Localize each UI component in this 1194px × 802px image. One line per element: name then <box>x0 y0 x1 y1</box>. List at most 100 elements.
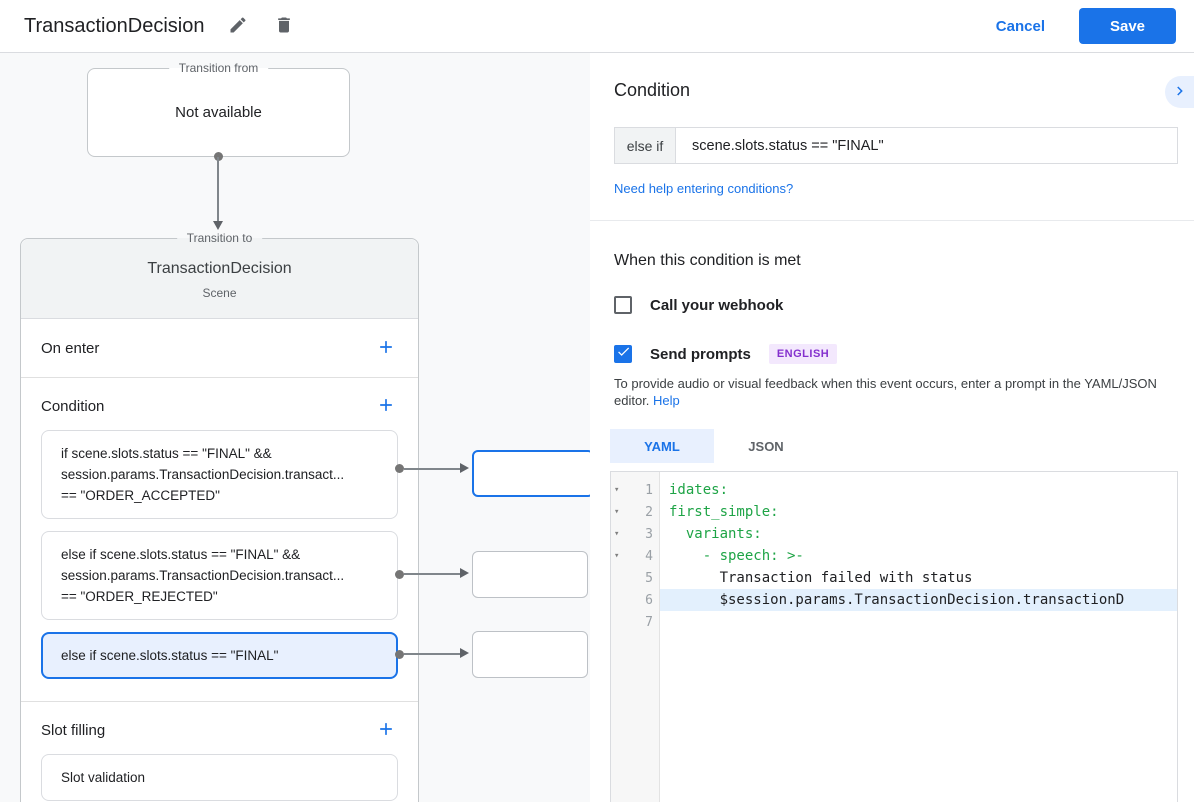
line-number: 1 <box>645 482 653 498</box>
transition-from-value: Not available <box>175 104 262 121</box>
send-prompts-checkbox[interactable] <box>614 345 632 363</box>
caret-down-icon[interactable]: ▾ <box>614 507 620 517</box>
arrow-right-icon <box>460 463 469 473</box>
yaml-code-editor[interactable]: ▾ 1 ▾ 2 ▾ 3 ▾ 4 5 6 7 idates: first_simple: … <box>610 471 1178 802</box>
condition-text-line: == "ORDER_ACCEPTED" <box>61 488 220 503</box>
caret-down-icon[interactable]: ▾ <box>614 529 620 539</box>
transition-to-card: Transition to TransactionDecision Scene … <box>20 231 419 802</box>
connector-line <box>404 468 460 470</box>
cancel-button[interactable]: Cancel <box>995 17 1045 35</box>
connector-line <box>404 573 460 575</box>
condition-text-line: == "ORDER_REJECTED" <box>61 589 218 604</box>
connector-dot <box>395 464 404 473</box>
code-line: variants: <box>669 526 762 542</box>
panel-condition-title: Condition <box>614 80 691 100</box>
delete-button[interactable] <box>272 14 296 38</box>
condition-card-final-selected[interactable]: else if scene.slots.status == "FINAL" <box>41 632 398 679</box>
connector-line <box>404 653 460 655</box>
prompt-helper-text: To provide audio or visual feedback when… <box>614 376 1178 409</box>
line-number: 3 <box>645 526 653 542</box>
arrow-right-icon <box>460 568 469 578</box>
condition-expression-input[interactable] <box>676 128 1177 163</box>
code-line: first_simple: <box>669 504 779 520</box>
call-webhook-checkbox[interactable] <box>614 296 632 314</box>
app-header: TransactionDecision Cancel Save <box>0 0 1194 53</box>
editor-gutter: ▾ 1 ▾ 2 ▾ 3 ▾ 4 5 6 7 <box>611 472 660 802</box>
add-condition-button[interactable] <box>374 394 398 418</box>
tab-json[interactable]: JSON <box>714 429 818 463</box>
code-line <box>660 611 1177 633</box>
call-webhook-label: Call your webhook <box>650 296 784 314</box>
collapse-panel-button[interactable] <box>1165 76 1194 108</box>
condition-text-line: else if scene.slots.status == "FINAL" && <box>61 547 301 562</box>
slot-filling-section: Slot filling Slot validation <box>21 702 418 802</box>
condition-text-line: session.params.TransactionDecision.trans… <box>61 568 345 583</box>
conditions-help-link[interactable]: Need help entering conditions? <box>614 181 794 196</box>
add-icon <box>376 719 396 742</box>
line-number: 7 <box>645 614 653 630</box>
trash-icon <box>274 15 294 38</box>
transition-from-legend: Transition from <box>168 61 269 75</box>
checkmark-icon <box>616 344 631 364</box>
help-link[interactable]: Help <box>653 392 680 408</box>
page-title: TransactionDecision <box>24 14 205 37</box>
code-line: Transaction failed with status <box>669 570 973 586</box>
condition-section-label: Condition <box>41 397 105 415</box>
condition-section: Condition if scene.slots.status == "FINA… <box>21 378 418 702</box>
transition-target-box-rejected[interactable] <box>472 551 588 598</box>
line-number: 4 <box>645 548 653 564</box>
scene-type-label: Scene <box>202 286 237 300</box>
slot-validation-card[interactable]: Slot validation <box>41 754 398 801</box>
line-number: 6 <box>645 592 653 608</box>
arrow-right-icon <box>460 648 469 658</box>
editor-format-tabs: YAML JSON <box>610 429 1178 463</box>
condition-text-line: if scene.slots.status == "FINAL" && <box>61 446 272 461</box>
caret-down-icon[interactable]: ▾ <box>614 485 620 495</box>
scene-card-header: TransactionDecision Scene <box>21 239 418 319</box>
transition-target-box-accepted[interactable] <box>472 450 590 497</box>
save-button[interactable]: Save <box>1079 8 1176 44</box>
tab-yaml[interactable]: YAML <box>610 429 714 463</box>
condition-met-section: When this condition is met Call your web… <box>590 221 1194 802</box>
connector-dot <box>395 570 404 579</box>
condition-text-line: else if scene.slots.status == "FINAL" <box>61 648 279 663</box>
condition-text-line: session.params.TransactionDecision.trans… <box>61 467 345 482</box>
condition-card-rejected[interactable]: else if scene.slots.status == "FINAL" &&… <box>41 531 398 620</box>
add-on-enter-button[interactable] <box>374 336 398 360</box>
on-enter-label: On enter <box>41 339 100 357</box>
edit-button[interactable] <box>226 14 250 38</box>
condition-card-accepted[interactable]: if scene.slots.status == "FINAL" && sess… <box>41 430 398 519</box>
transition-target-box-final[interactable] <box>472 631 588 678</box>
scene-diagram-canvas: Transition from Not available Transition… <box>0 53 590 802</box>
connector-line <box>217 157 219 221</box>
code-line: idates: <box>669 482 729 498</box>
on-enter-row[interactable]: On enter <box>21 319 418 378</box>
add-slot-button[interactable] <box>374 718 398 742</box>
code-line: - speech: >- <box>669 548 804 564</box>
connector-dot <box>395 650 404 659</box>
line-number: 5 <box>645 570 653 586</box>
editor-code-area[interactable]: idates: first_simple: variants: - speech… <box>660 472 1177 802</box>
caret-down-icon[interactable]: ▾ <box>614 551 620 561</box>
add-icon <box>376 337 396 360</box>
scene-name: TransactionDecision <box>147 260 292 277</box>
slot-validation-label: Slot validation <box>61 770 146 785</box>
language-badge: ENGLISH <box>768 344 838 364</box>
condition-expression-row: else if <box>614 127 1178 164</box>
chevron-right-icon <box>1171 82 1189 103</box>
condition-editor-panel: Condition else if Need help entering con… <box>590 53 1194 802</box>
transition-to-legend: Transition to <box>176 231 263 245</box>
add-icon <box>376 395 396 418</box>
connector-dot <box>214 152 223 161</box>
send-prompts-label: Send prompts <box>650 345 751 363</box>
condition-input-section: Condition else if Need help entering con… <box>590 53 1194 221</box>
when-condition-title: When this condition is met <box>614 252 801 269</box>
line-number: 2 <box>645 504 653 520</box>
helper-text: To provide audio or visual feedback when… <box>614 376 1157 408</box>
slot-filling-label: Slot filling <box>41 721 106 739</box>
pencil-icon <box>228 15 248 38</box>
code-line-highlighted: $session.params.TransactionDecision.tran… <box>660 589 1177 611</box>
arrow-down-icon <box>213 221 223 230</box>
transition-from-node[interactable]: Transition from Not available <box>87 61 350 157</box>
else-if-prefix: else if <box>615 128 676 163</box>
